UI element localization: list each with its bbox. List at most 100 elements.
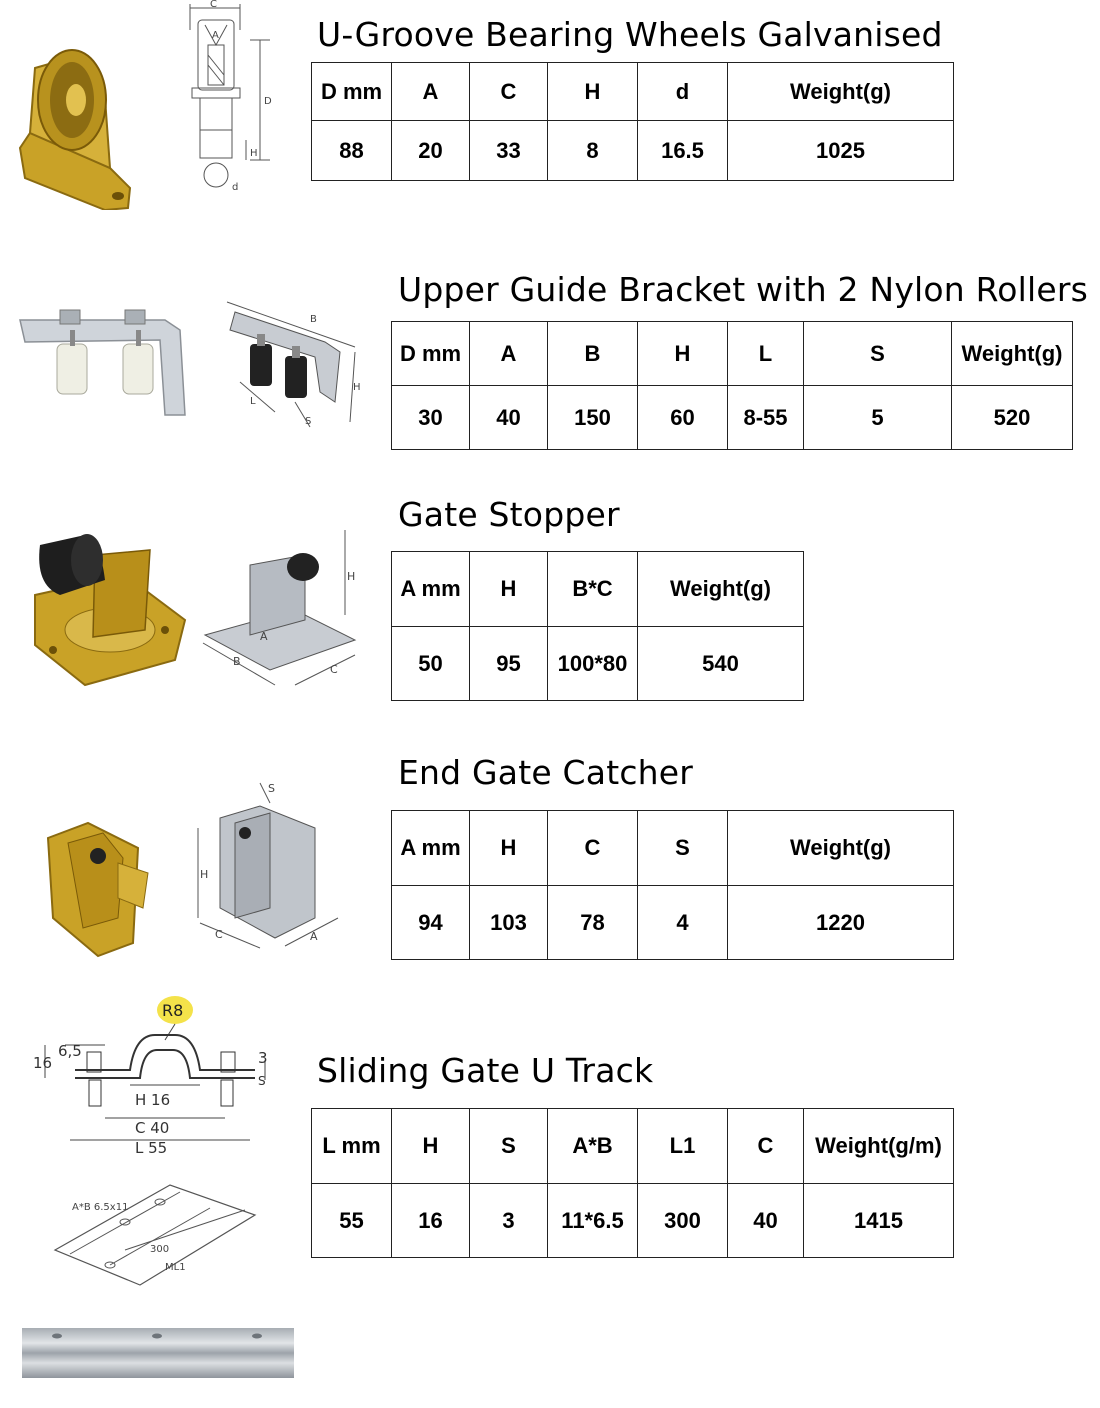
u-groove-wheel-photo-icon	[10, 38, 135, 210]
dim-label: A	[310, 930, 318, 943]
dim-label: S	[305, 416, 311, 427]
end-gate-catcher-drawing-icon: S H C A	[190, 778, 340, 953]
column-header: L mm	[311, 1108, 392, 1184]
column-header: S	[469, 1108, 548, 1184]
table-cell: 4	[637, 885, 728, 960]
table-cell: 103	[469, 885, 548, 960]
table-cell: 1025	[727, 120, 954, 181]
column-header: H	[391, 1108, 470, 1184]
table-cell: 30	[391, 385, 470, 450]
table-cell: 16.5	[637, 120, 728, 181]
dim-label: C	[330, 663, 338, 676]
dim-label: R8	[162, 1001, 183, 1020]
column-header: S	[803, 321, 952, 386]
table-cell: 20	[391, 120, 470, 181]
spec-table: A mm H C S Weight(g) 94 103 78 4 1220	[391, 810, 954, 960]
table-cell: 78	[547, 885, 638, 960]
table-cell: 5	[803, 385, 952, 450]
u-track-drawing-icon: R8 6,5 16 3 S H 16 C 40 L 55	[25, 990, 295, 1160]
spec-table: L mm H S A*B L1 C Weight(g/m) 55 16 3 11…	[311, 1108, 954, 1258]
table-cell: 11*6.5	[547, 1183, 638, 1258]
column-header: C	[727, 1108, 804, 1184]
dim-label: S	[258, 1074, 266, 1088]
column-header: H	[547, 62, 638, 121]
table-cell: 150	[547, 385, 638, 450]
dim-label: B	[310, 314, 317, 325]
dim-label: A	[260, 630, 268, 643]
table-cell: 300	[637, 1183, 728, 1258]
dim-label: d	[232, 182, 238, 193]
product-title: End Gate Catcher	[398, 753, 694, 792]
spec-table: D mm A B H L S Weight(g) 30 40 150 60 8-…	[391, 321, 1073, 450]
dim-label: H	[250, 148, 258, 159]
column-header: A	[469, 321, 548, 386]
spec-table: A mm H B*C Weight(g) 50 95 100*80 540	[391, 551, 804, 701]
product-title: Upper Guide Bracket with 2 Nylon Rollers	[398, 270, 1089, 309]
spec-table: D mm A C H d Weight(g) 88 20 33 8 16.5 1…	[311, 62, 954, 181]
column-header: Weight(g)	[727, 62, 954, 121]
column-header: H	[637, 321, 728, 386]
gate-stopper-photo-icon	[25, 525, 190, 690]
dim-label: D	[264, 96, 272, 107]
table-cell: 94	[391, 885, 470, 960]
dim-label: L 55	[135, 1139, 167, 1157]
table-cell: 1220	[727, 885, 954, 960]
table-cell: 540	[637, 626, 804, 701]
column-header: A*B	[547, 1108, 638, 1184]
end-gate-catcher-photo-icon	[38, 818, 153, 958]
column-header: H	[469, 551, 548, 627]
table-cell: 100*80	[547, 626, 638, 701]
column-header: A mm	[391, 810, 470, 886]
u-track-photo-icon	[22, 1326, 297, 1381]
gate-stopper-drawing-icon: H A B C	[195, 525, 360, 690]
dim-label: C	[215, 928, 223, 941]
column-header: d	[637, 62, 728, 121]
column-header: S	[637, 810, 728, 886]
u-groove-wheel-drawing-icon: C A D H d	[180, 0, 280, 200]
column-header: D mm	[391, 321, 470, 386]
table-cell: 60	[637, 385, 728, 450]
u-track-perspective-icon: A*B 6.5x11 300 ML1	[50, 1170, 265, 1295]
product-title: U-Groove Bearing Wheels Galvanised	[317, 15, 943, 54]
table-cell: 520	[951, 385, 1073, 450]
dim-label: 6,5	[58, 1042, 82, 1060]
dim-label: H	[353, 382, 361, 393]
dim-label: H	[347, 570, 355, 583]
dim-label: B	[233, 655, 241, 668]
dim-label: ML1	[165, 1262, 186, 1273]
column-header: D mm	[311, 62, 392, 121]
column-header: B*C	[547, 551, 638, 627]
table-cell: 88	[311, 120, 392, 181]
table-cell: 95	[469, 626, 548, 701]
column-header: C	[547, 810, 638, 886]
column-header: H	[469, 810, 548, 886]
product-title: Gate Stopper	[398, 495, 620, 534]
table-cell: 3	[469, 1183, 548, 1258]
table-cell: 1415	[803, 1183, 954, 1258]
product-title: Sliding Gate U Track	[317, 1051, 654, 1090]
column-header: L1	[637, 1108, 728, 1184]
column-header: Weight(g)	[637, 551, 804, 627]
dim-label: S	[268, 782, 275, 795]
table-cell: 50	[391, 626, 470, 701]
dim-label: C 40	[135, 1119, 169, 1137]
table-cell: 16	[391, 1183, 470, 1258]
table-cell: 40	[727, 1183, 804, 1258]
table-cell: 8-55	[727, 385, 804, 450]
column-header: A mm	[391, 551, 470, 627]
table-cell: 40	[469, 385, 548, 450]
column-header: Weight(g)	[951, 321, 1073, 386]
dim-label: 3	[258, 1049, 268, 1067]
dim-label: C	[210, 0, 217, 10]
column-header: L	[727, 321, 804, 386]
table-cell: 33	[469, 120, 548, 181]
guide-bracket-photo-icon	[15, 300, 200, 420]
column-header: A	[391, 62, 470, 121]
dim-label: H 16	[135, 1091, 170, 1109]
dim-label: 16	[33, 1054, 52, 1072]
guide-bracket-drawing-icon: B H L S	[215, 292, 365, 432]
dim-label: A	[212, 30, 219, 41]
column-header: Weight(g)	[727, 810, 954, 886]
dim-label: 300	[150, 1244, 169, 1255]
column-header: C	[469, 62, 548, 121]
